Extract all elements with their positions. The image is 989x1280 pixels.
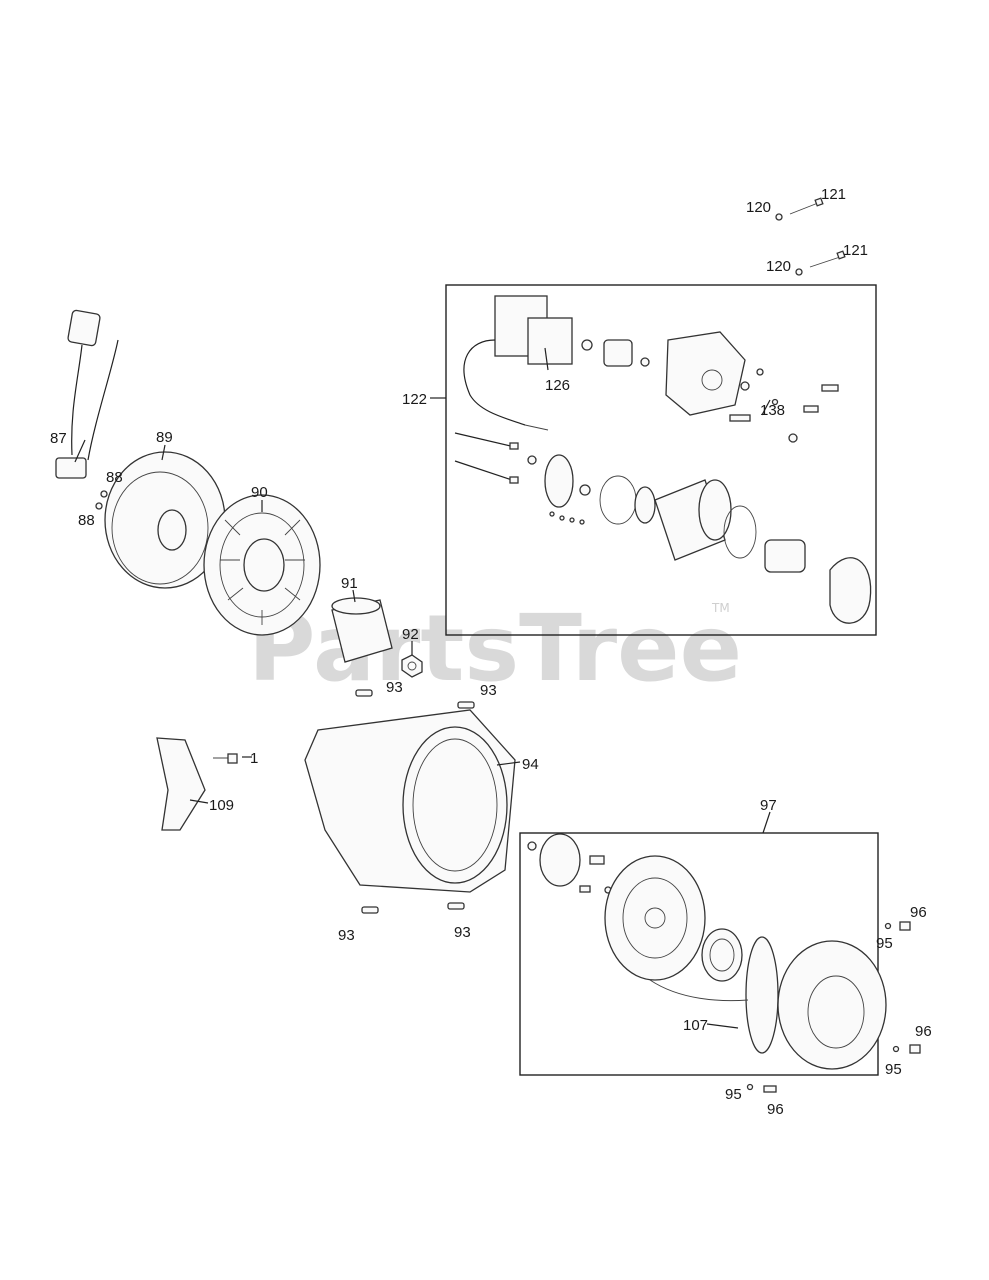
callout-93-d: 93 bbox=[454, 924, 471, 941]
callout-91: 91 bbox=[341, 575, 358, 592]
callout-88-a: 88 bbox=[106, 469, 123, 486]
watermark-trademark: TM bbox=[711, 601, 730, 615]
recoil-reel bbox=[604, 855, 706, 981]
callout-93-a: 93 bbox=[386, 679, 403, 696]
callout-126: 126 bbox=[545, 377, 570, 394]
leader-89 bbox=[161, 444, 166, 461]
leader-94 bbox=[496, 761, 521, 766]
bolt-121-lower bbox=[795, 250, 846, 276]
starter-through-bolts bbox=[454, 432, 519, 484]
callout-121-lower: 121 bbox=[843, 242, 868, 259]
coil-screws bbox=[95, 490, 108, 510]
callout-109: 109 bbox=[209, 797, 234, 814]
screw-93-a bbox=[355, 689, 373, 697]
callout-93-b: 93 bbox=[480, 682, 497, 699]
recoil-pawl-plate bbox=[527, 833, 612, 894]
callout-88-b: 88 bbox=[78, 512, 95, 529]
callout-95-b: 95 bbox=[885, 1061, 902, 1078]
leader-91 bbox=[352, 589, 356, 603]
callout-120-lower: 120 bbox=[766, 258, 791, 275]
recoil-screws bbox=[746, 921, 921, 1093]
callout-87: 87 bbox=[50, 430, 67, 447]
starter-motor-yoke bbox=[654, 479, 757, 561]
callout-97: 97 bbox=[760, 797, 777, 814]
leader-138 bbox=[761, 399, 771, 416]
callout-90: 90 bbox=[251, 484, 268, 501]
leader-97 bbox=[762, 811, 771, 834]
screw-93-b bbox=[457, 701, 475, 709]
screw-93-d bbox=[447, 902, 465, 910]
starter-armature bbox=[764, 539, 872, 624]
callout-94: 94 bbox=[522, 756, 539, 773]
leader-107 bbox=[706, 1023, 739, 1029]
starter-small-hardware bbox=[729, 384, 839, 443]
bracket bbox=[156, 737, 206, 831]
recoil-cover bbox=[777, 940, 887, 1070]
starter-brush-holder bbox=[549, 486, 656, 525]
callout-96-c: 96 bbox=[767, 1101, 784, 1118]
cooling-fan bbox=[203, 494, 321, 636]
screw-93-c bbox=[361, 906, 379, 914]
ignition-coil bbox=[55, 309, 119, 479]
watermark-text: PartsTree bbox=[248, 595, 742, 702]
starter-end-cap bbox=[527, 454, 637, 525]
callout-122: 122 bbox=[402, 391, 427, 408]
callout-1: 1 bbox=[250, 750, 258, 767]
bolt-121-upper bbox=[775, 197, 824, 221]
callout-96-a: 96 bbox=[910, 904, 927, 921]
recoil-spring bbox=[701, 928, 743, 982]
starter-housing bbox=[665, 331, 764, 416]
flywheel-nut bbox=[401, 654, 423, 678]
callout-96-b: 96 bbox=[915, 1023, 932, 1040]
flywheel bbox=[104, 451, 226, 589]
starter-assembly-box bbox=[445, 284, 877, 636]
starter-solenoid bbox=[463, 295, 573, 431]
starter-cup bbox=[331, 597, 393, 663]
leader-109 bbox=[189, 799, 209, 804]
callout-89: 89 bbox=[156, 429, 173, 446]
callout-107: 107 bbox=[683, 1017, 708, 1034]
callout-138: 138 bbox=[760, 402, 785, 419]
starter-drive-gear bbox=[581, 339, 650, 367]
callout-93-c: 93 bbox=[338, 927, 355, 944]
callout-95-a: 95 bbox=[876, 935, 893, 952]
callout-92: 92 bbox=[402, 626, 419, 643]
callout-120-upper: 120 bbox=[746, 199, 771, 216]
leader-87 bbox=[74, 439, 86, 463]
recoil-starter-box bbox=[519, 832, 879, 1076]
bolt-1 bbox=[213, 753, 238, 764]
blower-housing bbox=[304, 709, 516, 893]
callout-121-upper: 121 bbox=[821, 186, 846, 203]
callout-95-c: 95 bbox=[725, 1086, 742, 1103]
leader-126 bbox=[544, 347, 549, 371]
